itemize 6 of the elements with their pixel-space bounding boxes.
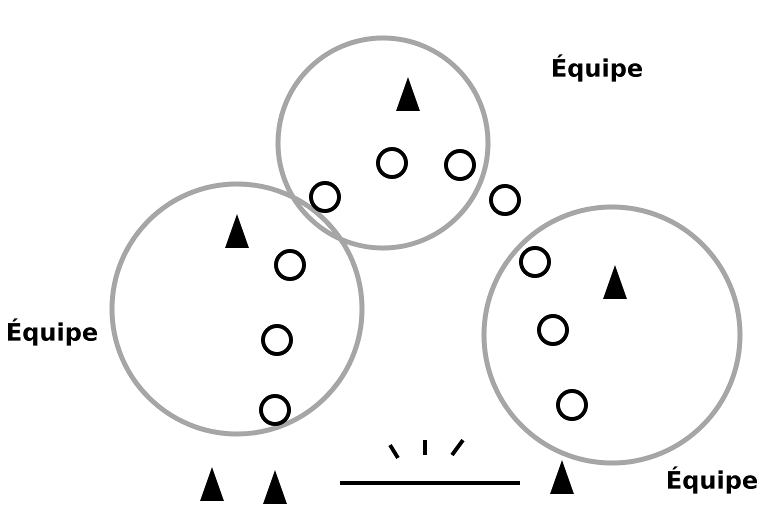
team-label: Équipe bbox=[553, 54, 642, 82]
team-circle bbox=[276, 36, 490, 250]
team-label: Équipe bbox=[668, 466, 758, 494]
team-label: Équipe bbox=[8, 318, 98, 346]
team-circle bbox=[482, 204, 742, 466]
team-circle bbox=[110, 182, 364, 436]
